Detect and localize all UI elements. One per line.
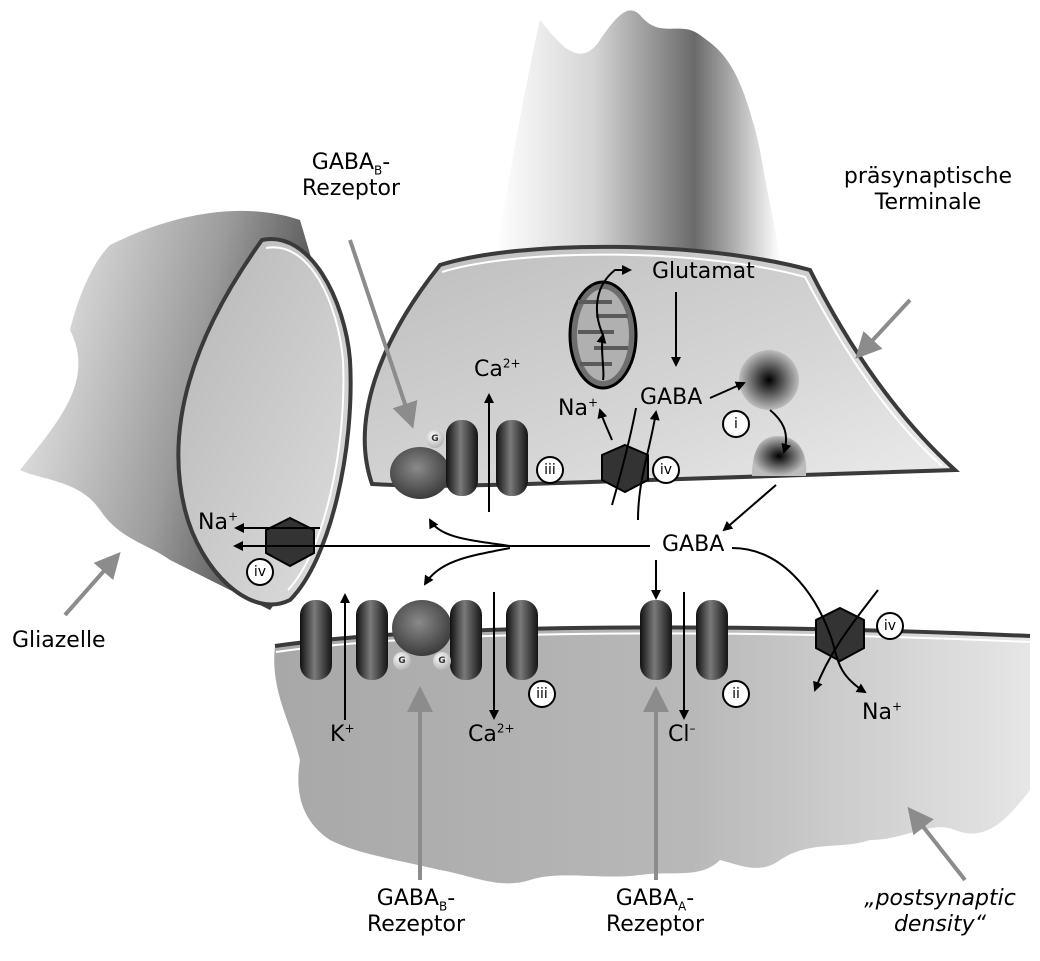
cleft-to-presyn-b-arrow: [430, 520, 510, 546]
label-na-post: Na+: [862, 700, 902, 726]
label-gaba-inner: GABA: [640, 385, 702, 411]
post-gprotein: [392, 600, 452, 656]
label-gaba-a-bottom: GABAA- Rezeptor: [606, 886, 704, 938]
g-protein-marker-post-1: G: [393, 652, 411, 670]
marker-iv-post: iv: [876, 612, 904, 640]
label-gliazelle: Gliazelle: [12, 628, 106, 654]
g-protein-marker-pre: G: [426, 430, 444, 448]
label-ca-post: Ca2+: [468, 722, 515, 748]
post-ca-channel-2: [506, 600, 538, 680]
label-na-glia: Na+: [198, 510, 238, 536]
axon-stalk: [495, 10, 780, 265]
post-ca-channel-1: [450, 600, 482, 680]
synaptic-vesicle: [739, 350, 799, 410]
label-na-pre: Na+: [558, 396, 598, 422]
label-gaba-b-top: GABAB- Rezeptor: [302, 150, 400, 202]
label-k-post: K+: [330, 722, 355, 748]
presyn-gprotein: [390, 447, 450, 499]
marker-iii-post: iii: [528, 680, 556, 708]
presyn-gaba-b-channel-2: [496, 420, 528, 496]
marker-iii-pre: iii: [536, 456, 564, 484]
marker-iv-pre: iv: [652, 456, 680, 484]
label-ca-pre: Ca2+: [474, 357, 521, 383]
release-to-cleft-arrow: [724, 485, 776, 530]
label-cl-post: Cl–: [668, 722, 695, 748]
marker-ii: ii: [722, 680, 750, 708]
label-glutamat: Glutamat: [652, 259, 755, 285]
presyn-gaba-b-channel-1: [446, 420, 478, 496]
label-gaba-cleft: GABA: [662, 532, 724, 558]
pointer-glia: [65, 555, 118, 615]
label-presynaptic-terminal: präsynaptische Terminale: [844, 164, 1012, 216]
post-gaba-a-channel-1: [640, 600, 672, 680]
marker-i: i: [722, 410, 750, 438]
post-k-channel-2: [356, 600, 388, 680]
label-postsynaptic-density: „postsynaptic density“: [864, 886, 1016, 938]
post-gaba-a-channel-2: [696, 600, 728, 680]
g-protein-marker-post-2: G: [433, 652, 451, 670]
label-gaba-b-bottom: GABAB- Rezeptor: [367, 886, 465, 938]
post-k-channel-1: [300, 600, 332, 680]
marker-iv-glia: iv: [246, 558, 274, 586]
pointer-presyn: [858, 300, 910, 356]
cleft-to-postsyn-b-arrow: [425, 548, 510, 584]
